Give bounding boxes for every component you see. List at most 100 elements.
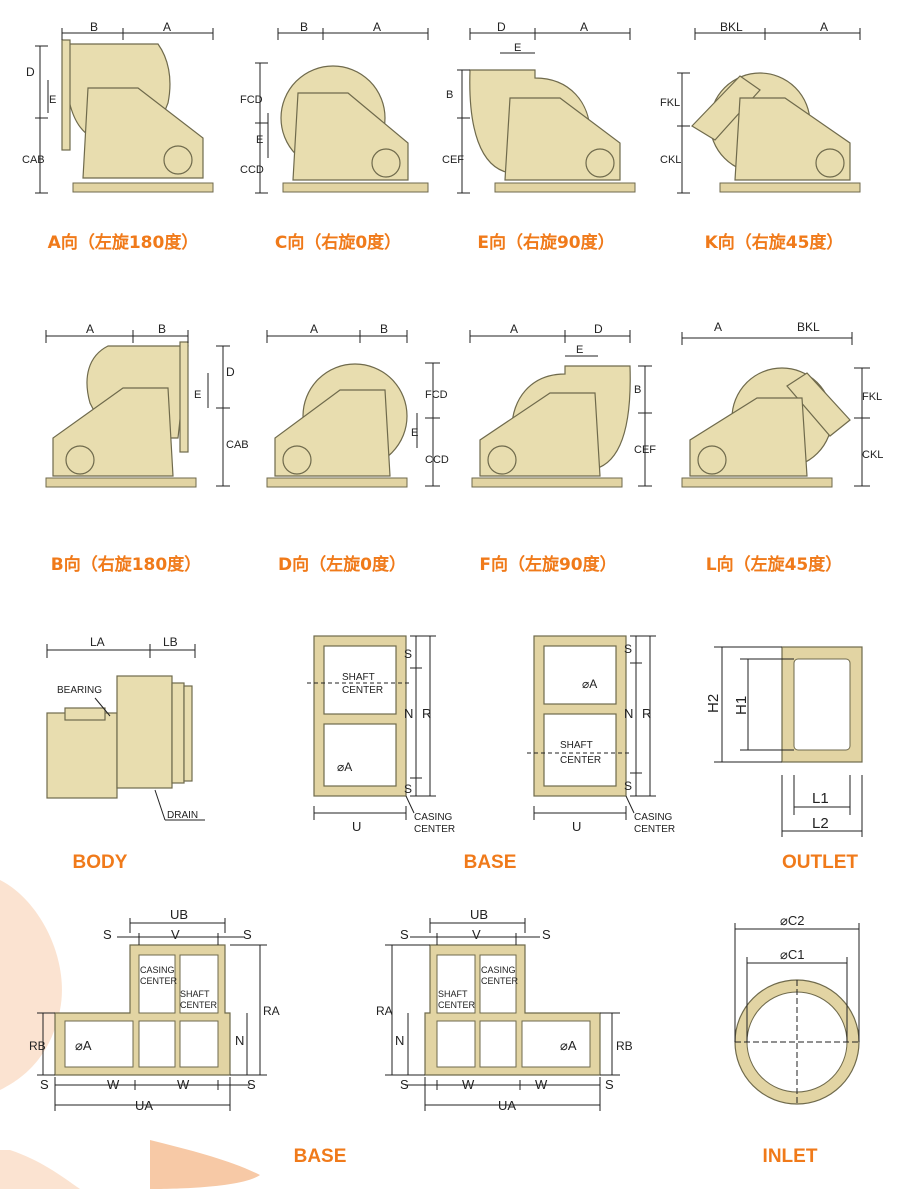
dim-label: E (576, 344, 583, 356)
dim-label: A (310, 322, 318, 336)
dim-label: S (247, 1077, 256, 1092)
base-title-2: BASE (293, 1146, 347, 1167)
casing-center-label: CENTER (414, 824, 455, 835)
shaft-label: SHAFT (438, 989, 468, 999)
dim-label: W (177, 1077, 190, 1092)
casing-center-label: CENTER (634, 824, 675, 835)
fan-diagram-k: BKL A FKL CKL (660, 20, 861, 194)
dim-label: FCD (240, 94, 263, 106)
shaft-label: SHAFT (560, 740, 593, 751)
dim-label: D (26, 65, 35, 79)
dim-label: V (171, 927, 180, 942)
dim-label: LA (90, 635, 105, 649)
dim-label: LB (163, 635, 178, 649)
dim-label: S (103, 927, 112, 942)
drain-label: DRAIN (167, 810, 198, 821)
body-title: BODY (72, 852, 128, 873)
dim-label: A (86, 322, 94, 336)
dim-label: FKL (660, 97, 680, 109)
dim-label: B (446, 89, 453, 101)
dim-label: CAB (226, 439, 249, 451)
dim-label: E (411, 427, 418, 439)
dim-label: CEF (442, 154, 464, 166)
caption-c: C向（右旋0度） (274, 233, 402, 253)
dim-label: D (594, 322, 603, 336)
dim-label: D (226, 365, 235, 379)
dim-label: B (300, 20, 308, 34)
dim-label: ⌀C2 (780, 913, 804, 928)
dim-label: N (235, 1033, 244, 1048)
t-base-diagram-left: UB S V S CASING CENTER SHAFT CENTER ⌀A R… (29, 907, 280, 1113)
caption-f: F向（左旋90度） (479, 555, 617, 575)
dim-label: ⌀C1 (780, 947, 804, 962)
dim-label: BKL (720, 20, 743, 34)
dim-label: U (352, 819, 361, 834)
hole-label: ⌀A (75, 1038, 92, 1053)
dim-label: S (243, 927, 252, 942)
dim-label: W (462, 1077, 475, 1092)
dim-label: UB (170, 907, 188, 922)
dim-label: CKL (862, 449, 883, 461)
caption-d: D向（左旋0度） (278, 555, 406, 575)
dim-label: A (820, 20, 828, 34)
dim-label: S (542, 927, 551, 942)
dim-label: E (256, 134, 263, 146)
dim-label: S (400, 1077, 409, 1092)
caption-l: L向（左旋45度） (705, 555, 843, 575)
dim-label: RB (29, 1039, 46, 1053)
dim-label: B (158, 322, 166, 336)
center-label: CENTER (180, 1000, 218, 1010)
fan-diagram-d: A B FCD E CCD (266, 322, 449, 488)
casing-label: CASING (481, 965, 516, 975)
dim-label: D (497, 20, 506, 34)
fan-diagram-c: B A FCD E CCD (240, 20, 429, 194)
inlet-title: INLET (762, 1146, 818, 1167)
dim-label: N (624, 706, 633, 721)
center-label: CENTER (438, 1000, 476, 1010)
dim-label: W (107, 1077, 120, 1092)
fan-diagram-a: B A D E CAB (22, 20, 214, 194)
dim-label: CAB (22, 154, 45, 166)
caption-e: E向（右旋90度） (477, 233, 615, 253)
center-label: CENTER (481, 976, 519, 986)
dim-label: E (194, 389, 201, 401)
dim-label: BKL (797, 320, 820, 334)
casing-label: CASING (414, 812, 453, 823)
center-label: CENTER (140, 976, 178, 986)
dim-label: S (404, 647, 412, 661)
fan-diagram-b: A B D E CAB (45, 322, 249, 488)
dim-label: E (514, 42, 521, 54)
dim-label: CCD (240, 164, 264, 176)
fan-diagram-e: D E A B CEF (442, 20, 636, 194)
hole-label: ⌀A (560, 1038, 577, 1053)
dim-label: UB (470, 907, 488, 922)
dim-label: CCD (425, 454, 449, 466)
base-title: BASE (463, 852, 517, 873)
world-map-watermark (0, 880, 260, 1189)
dim-label: V (472, 927, 481, 942)
dim-label: S (404, 782, 412, 796)
dim-label: B (380, 322, 388, 336)
outlet-diagram: H2 H1 L1 L2 (705, 646, 863, 837)
dim-label: FCD (425, 389, 448, 401)
dim-label: B (634, 384, 641, 396)
dim-label: RB (616, 1039, 633, 1053)
dim-label: UA (498, 1098, 516, 1113)
dim-label: UA (135, 1098, 153, 1113)
inlet-diagram: ⌀C2 ⌀C1 (734, 913, 860, 1105)
dim-label: U (572, 819, 581, 834)
dim-label: A (163, 20, 171, 34)
dim-label: A (373, 20, 381, 34)
center-label: CENTER (342, 685, 383, 696)
caption-a: A向（左旋180度） (47, 233, 199, 253)
bearing-label: BEARING (57, 685, 102, 696)
dim-label: S (400, 927, 409, 942)
dim-label: B (90, 20, 98, 34)
dim-label: E (49, 94, 56, 106)
dim-label: RA (263, 1004, 280, 1018)
dim-label: CEF (634, 444, 656, 456)
shaft-label: SHAFT (342, 672, 375, 683)
base-diagram-1: SHAFT CENTER ⌀A U S N R S CASING CENTER (307, 635, 455, 835)
dim-label: L1 (812, 790, 829, 807)
center-label: CENTER (560, 755, 601, 766)
